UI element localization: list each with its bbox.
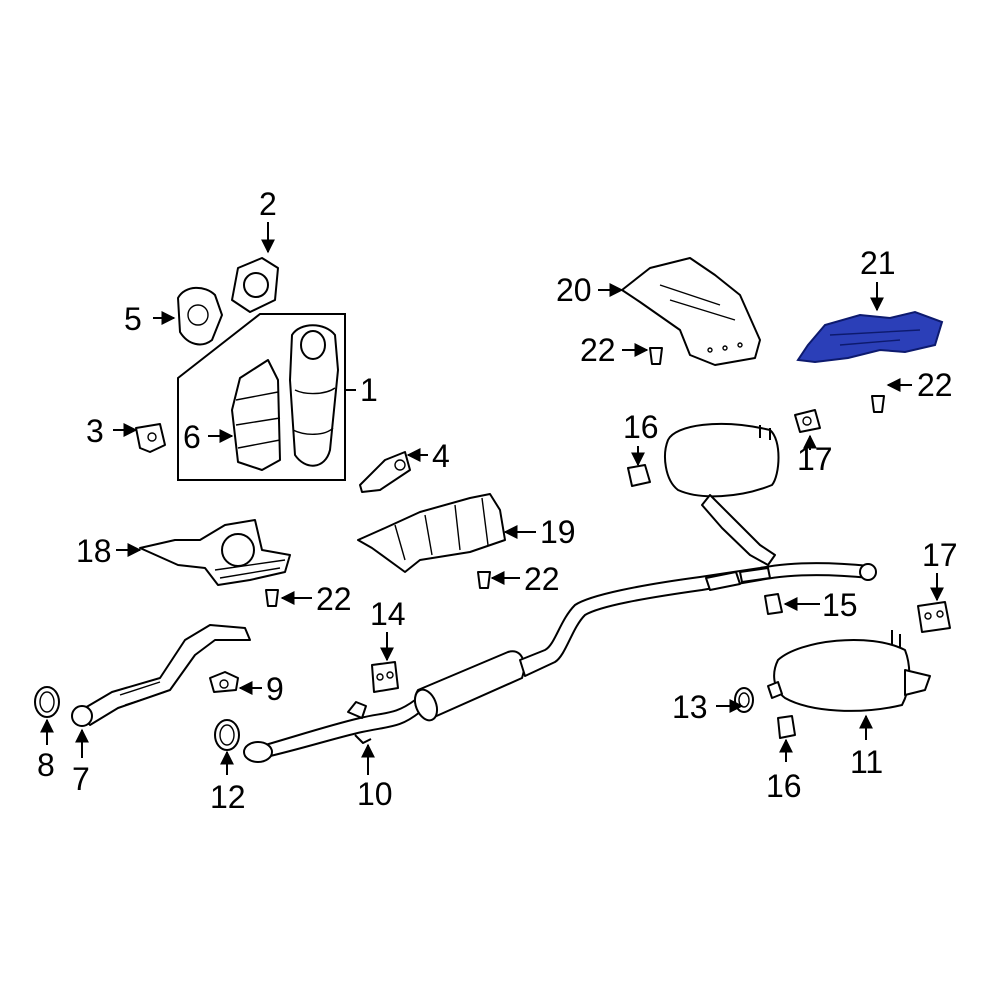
stay-4[interactable]: [359, 451, 411, 493]
converter-heat-shield-6: [231, 359, 281, 471]
gasket-12[interactable]: [214, 719, 240, 751]
rubber-mount-17-upper[interactable]: [794, 409, 821, 433]
callout-8: 8: [37, 747, 55, 783]
callout-16-upper: 16: [623, 409, 659, 445]
bolt-22-c[interactable]: [477, 571, 491, 589]
bolt-22-b[interactable]: [871, 395, 885, 413]
callout-9: 9: [266, 671, 284, 707]
callout-3: 3: [86, 413, 104, 449]
callout-22-a: 22: [580, 332, 616, 368]
gasket-13[interactable]: [734, 687, 754, 713]
bolt-22-d[interactable]: [265, 589, 279, 607]
converter-flange-5[interactable]: [177, 286, 223, 346]
rear-pipe[interactable]: [519, 562, 877, 677]
callout-10: 10: [357, 776, 393, 812]
front-pipe-10[interactable]: [243, 689, 436, 763]
center-muffler[interactable]: [411, 650, 526, 723]
rubber-mount-15[interactable]: [764, 593, 783, 615]
heat-shield-19[interactable]: [357, 493, 506, 573]
callout-labels: 1 2 3 4 5 6 7 8 9 10 11 12 13 14 15 16 1…: [37, 186, 958, 815]
callout-18: 18: [76, 533, 112, 569]
callout-2: 2: [259, 186, 277, 222]
callout-22-b: 22: [917, 367, 953, 403]
callout-12: 12: [210, 779, 246, 815]
catalytic-converter: [289, 324, 339, 467]
downpipe-7[interactable]: [71, 624, 251, 727]
heat-shield-20[interactable]: [621, 257, 761, 366]
callout-17-lower: 17: [922, 537, 958, 573]
bracket-3[interactable]: [135, 423, 166, 453]
bolt-22-a[interactable]: [649, 347, 663, 365]
converter-group-1[interactable]: [177, 313, 346, 481]
callout-5: 5: [124, 301, 142, 337]
rubber-mount-17-lower[interactable]: [917, 601, 951, 633]
gasket-8[interactable]: [34, 686, 60, 718]
callout-14: 14: [370, 596, 406, 632]
callout-11: 11: [850, 744, 883, 780]
muffler-11[interactable]: [767, 630, 931, 712]
callout-19: 19: [540, 514, 576, 550]
callout-22-c: 22: [524, 561, 560, 597]
gasket-2[interactable]: [231, 257, 279, 313]
callout-4: 4: [432, 438, 450, 474]
callout-20: 20: [556, 272, 592, 308]
rubber-mount-16-lower[interactable]: [777, 715, 796, 739]
callout-15: 15: [822, 587, 858, 623]
callout-17-upper: 17: [797, 441, 833, 477]
heat-shield-21[interactable]: [796, 310, 944, 364]
leader-lines: [40, 222, 944, 775]
rubber-mount-14[interactable]: [371, 661, 399, 693]
hanger-9[interactable]: [209, 671, 239, 693]
heat-shield-18[interactable]: [139, 519, 291, 586]
callout-21: 21: [860, 245, 896, 281]
muffler-upper[interactable]: [664, 422, 780, 566]
rubber-mount-16-upper[interactable]: [627, 464, 651, 487]
callout-7: 7: [72, 761, 90, 797]
callout-13: 13: [672, 689, 708, 725]
callout-16-lower: 16: [766, 768, 802, 804]
callout-22-d: 22: [316, 581, 352, 617]
callout-6: 6: [183, 419, 201, 455]
callout-1: 1: [360, 372, 378, 408]
